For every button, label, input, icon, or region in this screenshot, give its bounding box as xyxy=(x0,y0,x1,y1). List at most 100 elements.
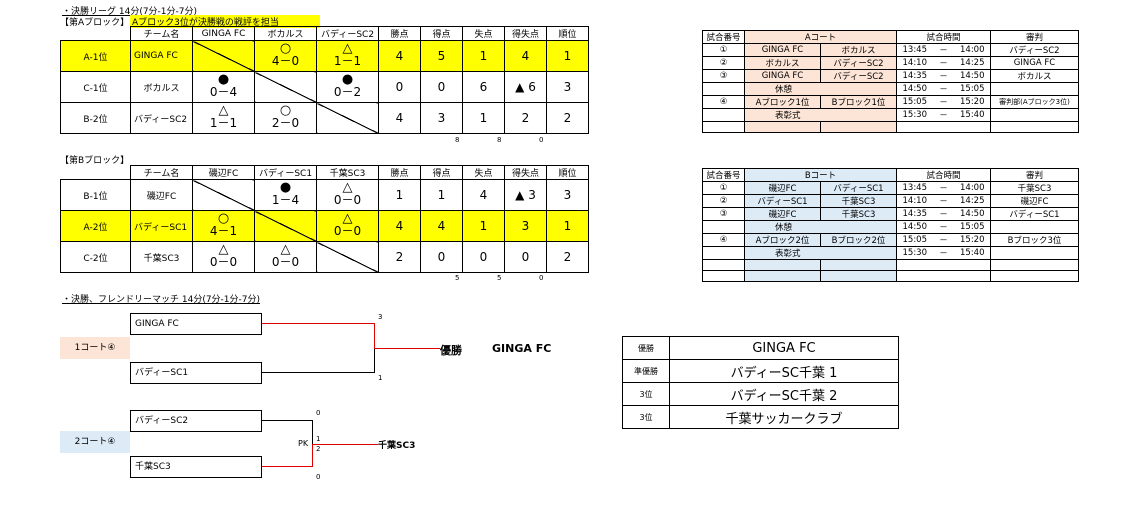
schedule-row: ① GINGA FC ボカルス 13:45 － 14:00 バディーSC2 xyxy=(702,43,1079,57)
match-score: 0－0 xyxy=(333,193,362,207)
ceremony-label: 表彰式 xyxy=(744,108,897,122)
match-no: ④ xyxy=(702,95,745,109)
time-dash: － xyxy=(932,56,955,70)
final-title: ・決勝、フレンドリーマッチ 14分(7分-1分-7分) xyxy=(62,295,261,305)
result-label: 3位 xyxy=(622,382,670,406)
goals-against: 1 xyxy=(462,40,505,72)
time-dash: － xyxy=(932,207,955,221)
schedule-row: 表彰式 15:30 － 15:40 xyxy=(702,246,1079,260)
referee xyxy=(990,108,1079,122)
time-dash: － xyxy=(932,233,955,247)
result-symbol: △ xyxy=(218,103,229,118)
block-b-header-row: チーム名 磯辺FC バディーSC1 千葉SC3 勝点 得点 失点 得失点 順位 xyxy=(60,165,589,180)
result-team: バディーSC千葉 2 xyxy=(669,382,899,406)
bracket-score: 0 xyxy=(316,409,321,417)
table-row: C-1位 ボカルス ●0－4 ●0－2 0 0 6 ▲ 6 3 xyxy=(60,71,589,103)
team-1: 磯辺FC xyxy=(744,181,821,195)
result-label: 準優勝 xyxy=(622,359,670,383)
schedule-row: 休憩 14:50 － 15:05 xyxy=(702,82,1079,96)
result-symbol: ● xyxy=(279,180,292,195)
time-dash: － xyxy=(932,246,955,260)
match-cell: ●0－4 xyxy=(192,71,255,103)
total-goal-diff: 0 xyxy=(539,274,544,282)
position: A-2位 xyxy=(60,210,131,242)
result-symbol: △ xyxy=(342,180,353,195)
league-title: ・決勝リーグ 14分(7分-1分-7分) xyxy=(62,7,198,17)
schedule-row: 休憩 14:50 － 15:05 xyxy=(702,220,1079,234)
schedule-header-row: 試合番号 Bコート 試合時間 審判 xyxy=(702,168,1079,182)
time-dash: － xyxy=(932,69,955,83)
header-col1: 磯辺FC xyxy=(192,165,255,180)
time-dash: － xyxy=(932,95,955,109)
result-label: 3位 xyxy=(622,405,670,429)
ceremony-label: 表彰式 xyxy=(744,246,897,260)
block-a-table: チーム名 GINGA FC ボカルス バディーSC2 勝点 得点 失点 得失点 … xyxy=(60,26,589,134)
position: B-1位 xyxy=(60,179,131,211)
team-name: バディーSC2 xyxy=(130,102,193,134)
rank: 2 xyxy=(546,241,589,273)
schedule-row: ② ボカルス バディーSC2 14:10 － 14:25 GINGA FC xyxy=(702,56,1079,70)
team-2: Bブロック2位 xyxy=(820,233,897,247)
end-time: 15:40 xyxy=(954,108,991,122)
match-score: 1－1 xyxy=(333,54,362,68)
winner-path-line xyxy=(312,444,313,467)
referee xyxy=(990,82,1079,96)
points: 2 xyxy=(378,241,421,273)
result-symbol: △ xyxy=(218,242,229,257)
match-score: 0－0 xyxy=(209,255,238,269)
header-time: 試合時間 xyxy=(896,30,991,44)
bracket-score: 1 xyxy=(378,374,383,382)
results-row: 準優勝 バディーSC千葉 1 xyxy=(622,359,899,383)
break-label: 休憩 xyxy=(744,82,897,96)
header-goal-diff: 得失点 xyxy=(504,165,547,180)
match-no xyxy=(702,246,745,260)
time-dash: － xyxy=(932,43,955,57)
referee xyxy=(990,220,1079,234)
schedule-row: ③ GINGA FC バディーSC2 14:35 － 14:50 ボカルス xyxy=(702,69,1079,83)
match-cell: △0－0 xyxy=(316,210,379,242)
start-time: 14:10 xyxy=(896,56,933,70)
team-1: GINGA FC xyxy=(744,43,821,57)
header-col3: バディーSC2 xyxy=(316,26,379,41)
rank: 2 xyxy=(546,102,589,134)
pk-score: 1 xyxy=(316,435,321,443)
match-score: 2－0 xyxy=(271,116,300,130)
header-rank: 順位 xyxy=(546,165,589,180)
goals-against: 1 xyxy=(462,210,505,242)
result-team: 千葉サッカークラブ xyxy=(669,405,899,429)
court-1-label: 1コート④ xyxy=(60,337,130,359)
schedule-header-row: 試合番号 Aコート 試合時間 審判 xyxy=(702,30,1079,44)
result-symbol: ○ xyxy=(279,103,292,118)
end-time: 15:05 xyxy=(954,220,991,234)
total-goals-for: 8 xyxy=(455,136,460,144)
position: B-2位 xyxy=(60,102,131,134)
points: 4 xyxy=(378,40,421,72)
schedule-a-table: 試合番号 Aコート 試合時間 審判 ① GINGA FC ボカルス 13:45 … xyxy=(702,30,1079,133)
referee: 磯辺FC xyxy=(990,194,1079,208)
bracket-team-box: バディーSC2 xyxy=(130,410,262,432)
schedule-b-table: 試合番号 Bコート 試合時間 審判 ① 磯辺FC バディーSC1 13:45 －… xyxy=(702,168,1079,282)
match-no: ② xyxy=(702,56,745,70)
start-time: 13:45 xyxy=(896,181,933,195)
goals-against: 4 xyxy=(462,179,505,211)
end-time: 14:25 xyxy=(954,56,991,70)
position: A-1位 xyxy=(60,40,131,72)
schedule-row: ① 磯辺FC バディーSC1 13:45 － 14:00 千葉SC3 xyxy=(702,181,1079,195)
start-time: 14:50 xyxy=(896,82,933,96)
rank: 3 xyxy=(546,179,589,211)
bracket-line xyxy=(374,348,375,373)
block-b-table: チーム名 磯辺FC バディーSC1 千葉SC3 勝点 得点 失点 得失点 順位 … xyxy=(60,165,589,273)
winner-path-line xyxy=(262,466,313,467)
match-cell: ○2－0 xyxy=(254,102,317,134)
header-points: 勝点 xyxy=(378,26,421,41)
schedule-row-empty xyxy=(702,121,1079,133)
time-dash: － xyxy=(932,194,955,208)
match-no xyxy=(702,108,745,122)
total-goal-diff: 0 xyxy=(539,136,544,144)
header-court: Bコート xyxy=(744,168,897,182)
goals-for: 3 xyxy=(420,102,463,134)
time-dash: － xyxy=(932,220,955,234)
referee: GINGA FC xyxy=(990,56,1079,70)
rank: 3 xyxy=(546,71,589,103)
match-score: 1－4 xyxy=(271,193,300,207)
